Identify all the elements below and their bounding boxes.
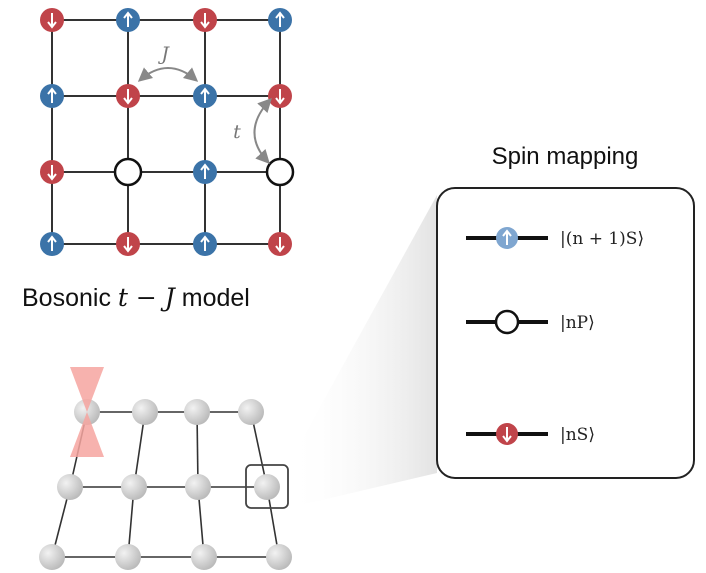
hole-site (113, 157, 143, 187)
optical-tweezer (70, 367, 104, 457)
down-arrow-icon (275, 89, 285, 105)
model-caption: Bosonic t − J model (22, 283, 250, 312)
down-arrow-icon (123, 89, 133, 105)
bosonic-tj-lattice (40, 8, 295, 256)
highlighted-atom-box (245, 464, 289, 509)
t-hopping-arrow (253, 97, 272, 165)
atom (191, 544, 217, 570)
up-arrow-icon (200, 87, 210, 103)
down-arrow-icon (47, 165, 57, 181)
up-arrow-icon (123, 11, 133, 27)
atom (115, 544, 141, 570)
atom (39, 544, 65, 570)
projection-cone (288, 195, 437, 508)
down-arrow-icon (47, 13, 57, 29)
caption-suffix: model (175, 284, 250, 312)
up-arrow-icon (275, 11, 285, 27)
atom (184, 399, 210, 425)
state-up: |(n + 1)S⟩ (466, 227, 644, 249)
atom (254, 474, 280, 500)
caption-math: t − J (118, 283, 177, 312)
up-arrow-icon (200, 163, 210, 179)
j-label: J (157, 43, 170, 65)
atom (185, 474, 211, 500)
down-arrow-icon (275, 237, 285, 253)
ket-up: |(n + 1)S⟩ (560, 229, 644, 249)
up-arrow-icon (47, 235, 57, 251)
atom (57, 474, 83, 500)
hole-icon (494, 309, 520, 335)
down-arrow-icon (123, 237, 133, 253)
t-label: t (233, 121, 241, 143)
down-arrow-icon (200, 13, 210, 29)
j-exchange-arrow (137, 67, 199, 82)
caption-prefix: Bosonic (22, 284, 118, 312)
hole-site (265, 157, 295, 187)
ket-hole: |nP⟩ (560, 313, 595, 333)
atom (132, 399, 158, 425)
rydberg-atom-array (39, 399, 292, 570)
up-arrow-icon (47, 87, 57, 103)
atom (266, 544, 292, 570)
state-hole: |nP⟩ (466, 309, 595, 335)
up-arrow-icon (200, 235, 210, 251)
ket-down: |nS⟩ (560, 425, 595, 445)
spin-mapping-panel (436, 187, 695, 479)
state-down: |nS⟩ (466, 423, 595, 445)
spin-mapping-title: Spin mapping (492, 143, 639, 170)
atom (238, 399, 264, 425)
atom (121, 474, 147, 500)
